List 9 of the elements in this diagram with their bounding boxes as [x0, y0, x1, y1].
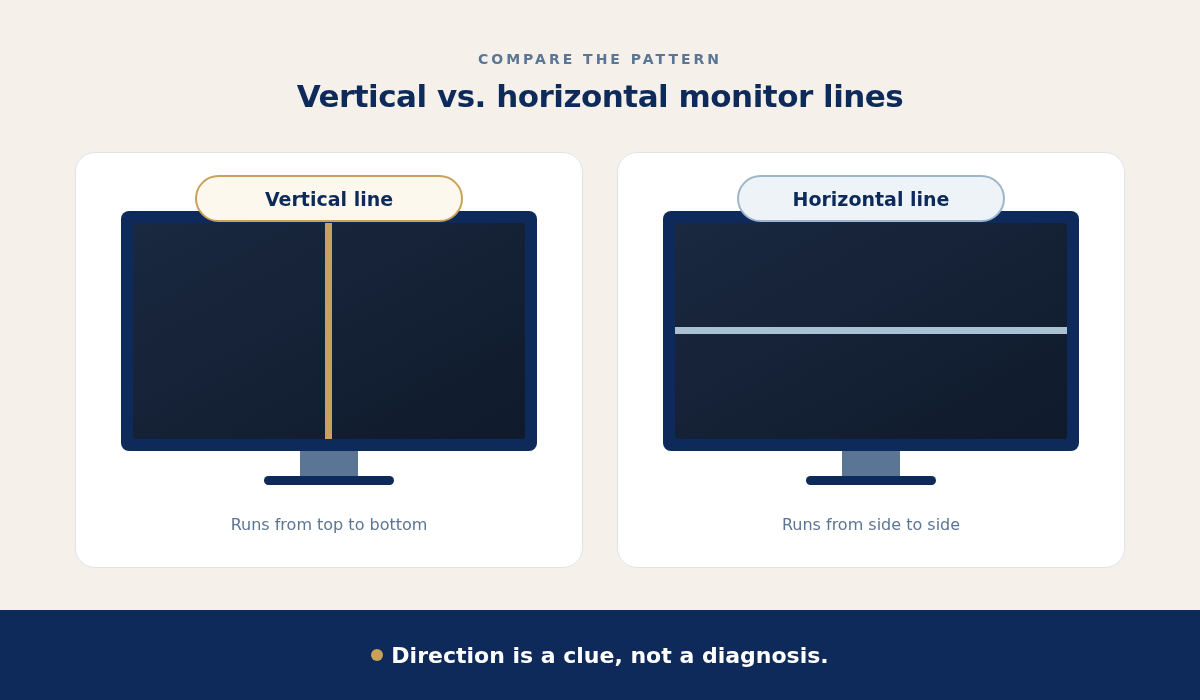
title: Vertical vs. horizontal monitor lines: [295, 78, 905, 114]
card-caption: Runs from top to bottom: [229, 515, 429, 534]
label-pill: Vertical line: [195, 175, 463, 222]
comparison-card: [617, 152, 1125, 568]
footer-note: Direction is a clue, not a diagnosis.: [391, 642, 829, 668]
card-caption: Runs from side to side: [780, 515, 962, 534]
label-pill: Horizontal line: [737, 175, 1005, 222]
comparison-card: [75, 152, 583, 568]
eyebrow-heading: COMPARE THE PATTERN: [476, 51, 723, 67]
